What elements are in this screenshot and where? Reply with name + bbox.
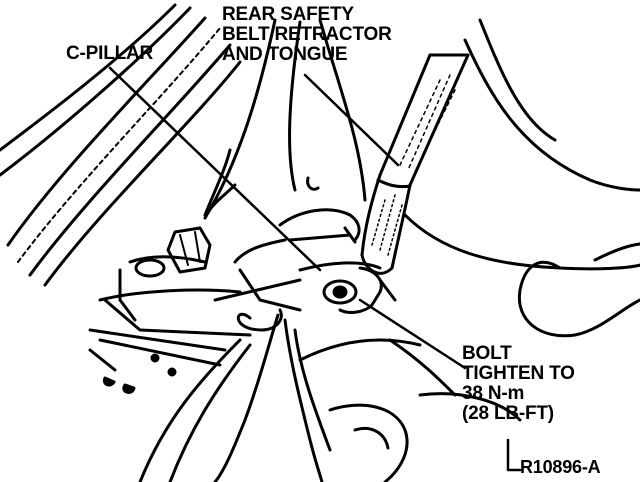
belt-webbing	[360, 53, 470, 275]
c-pillar-label: C-PILLAR	[66, 43, 154, 64]
bolt-label-line-1: BOLT	[462, 343, 512, 364]
reference-number: R10896-A	[520, 457, 601, 477]
retractor-label-line-1: REAR SAFETY	[222, 4, 354, 25]
retractor-label-line-2: BELT RETRACTOR	[222, 24, 392, 45]
retractor-label: REAR SAFETY BELT RETRACTOR AND TONGUE	[222, 5, 392, 65]
retractor-label-line-3: AND TONGUE	[222, 44, 348, 65]
buckle-tab	[118, 226, 212, 322]
retractor-housing	[233, 208, 397, 314]
leader-retractor	[303, 73, 400, 167]
floor-pan	[88, 268, 302, 394]
c-pillar-frame	[0, 3, 242, 287]
lower-cushion	[298, 338, 522, 482]
leader-reference	[506, 438, 522, 472]
bolt-label: BOLT TIGHTEN TO 38 N-m (28 LB-FT)	[462, 344, 575, 424]
bolt-label-line-3: 38 N-m	[462, 383, 525, 404]
bolt-label-line-2: TIGHTEN TO	[462, 363, 575, 384]
leader-c-pillar	[108, 66, 322, 272]
leader-bolt	[358, 298, 467, 370]
pillar-trim	[203, 18, 367, 220]
bolt-label-line-4: (28 LB-FT)	[462, 403, 554, 424]
wire-harness	[138, 308, 332, 482]
leader-lines	[108, 66, 522, 472]
seat-back	[403, 18, 640, 338]
